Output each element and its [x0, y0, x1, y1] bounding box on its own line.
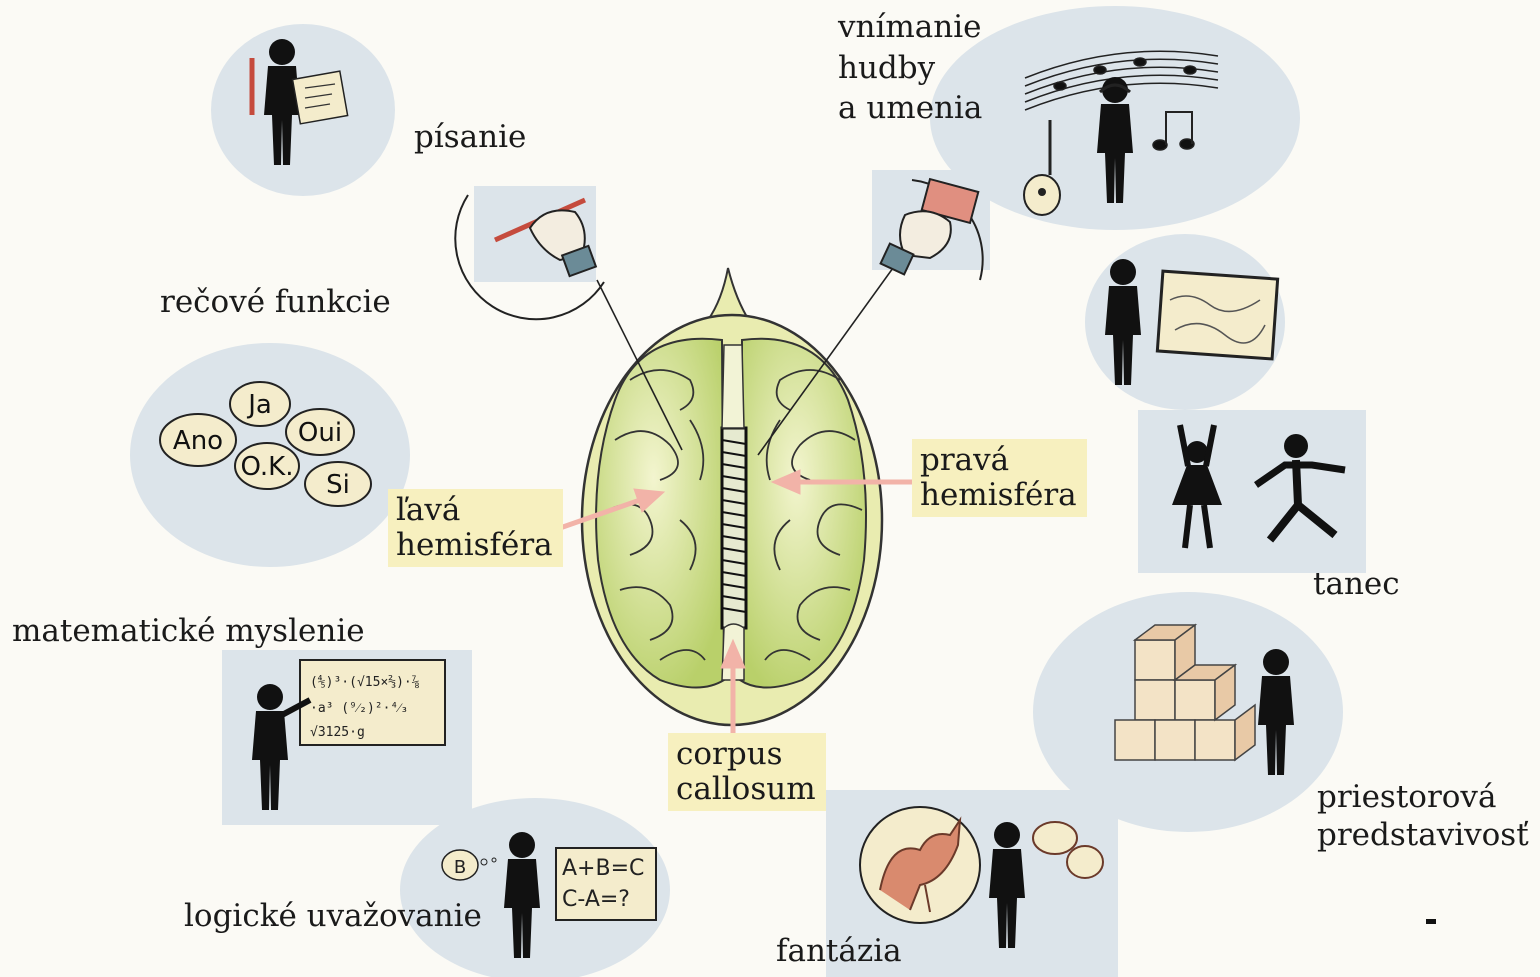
speech-word-ok: O.K. — [235, 443, 299, 489]
label-music-3: a umenia — [838, 89, 982, 127]
svg-text:B: B — [454, 857, 466, 878]
svg-text:Ano: Ano — [173, 426, 223, 456]
math-board-icon: (⅘)³·(√15×⅔)·⅞ ·a³ (⁹⁄₂)²·⁴⁄₃ √3125·g — [300, 660, 445, 745]
corpus-callosum-line1: corpus — [676, 737, 816, 772]
painting-icon — [1157, 271, 1277, 359]
svg-text:·a³ (⁹⁄₂)²·⁴⁄₃: ·a³ (⁹⁄₂)²·⁴⁄₃ — [310, 701, 408, 716]
fantasy-creature-icon — [860, 807, 980, 923]
midline-upper — [722, 345, 744, 428]
label-spatial-2: predstavivosť — [1317, 816, 1529, 854]
label-logical-reasoning: logické uvažovanie — [184, 897, 482, 935]
svg-text:O.K.: O.K. — [241, 452, 294, 482]
svg-text:Oui: Oui — [298, 418, 342, 448]
label-writing: písanie — [414, 118, 526, 156]
corpus-callosum-line2: callosum — [676, 772, 816, 807]
label-music-2: hudby — [838, 49, 935, 87]
left-hemisphere-line1: ľavá — [396, 493, 553, 528]
speech-word-ja: Ja — [230, 382, 290, 426]
label-music-1: vnímanie — [838, 8, 982, 46]
corpus-callosum-label: corpus callosum — [668, 733, 826, 811]
label-spatial-1: priestorová — [1317, 778, 1496, 816]
svg-text:C-A=?: C-A=? — [562, 887, 630, 912]
speech-word-si: Si — [305, 462, 371, 506]
label-fantasy: fantázia — [776, 932, 902, 970]
svg-text:Ja: Ja — [246, 390, 272, 420]
left-hemisphere-label: ľavá hemisféra — [388, 489, 563, 567]
label-speech-functions: rečové funkcie — [160, 283, 391, 321]
right-hemisphere-label: pravá hemisféra — [912, 439, 1087, 517]
dash-mark — [1426, 919, 1436, 924]
dance-panel — [1138, 410, 1366, 573]
right-hemisphere-line1: pravá — [920, 443, 1077, 478]
svg-text:Si: Si — [326, 470, 350, 500]
logic-board-icon: A+B=C C-A=? — [556, 848, 656, 920]
svg-text:A+B=C: A+B=C — [562, 856, 644, 881]
label-math-thinking: matematické myslenie — [12, 612, 365, 650]
speech-word-oui: Oui — [286, 409, 354, 455]
left-hemisphere-line2: hemisféra — [396, 528, 553, 563]
label-dance: tanec — [1313, 565, 1400, 603]
speech-word-ano: Ano — [160, 414, 236, 466]
svg-text:√3125·g: √3125·g — [310, 725, 365, 740]
svg-text:(⅘)³·(√15×⅔)·⅞: (⅘)³·(√15×⅔)·⅞ — [310, 675, 420, 690]
right-hemisphere-line2: hemisféra — [920, 478, 1077, 513]
